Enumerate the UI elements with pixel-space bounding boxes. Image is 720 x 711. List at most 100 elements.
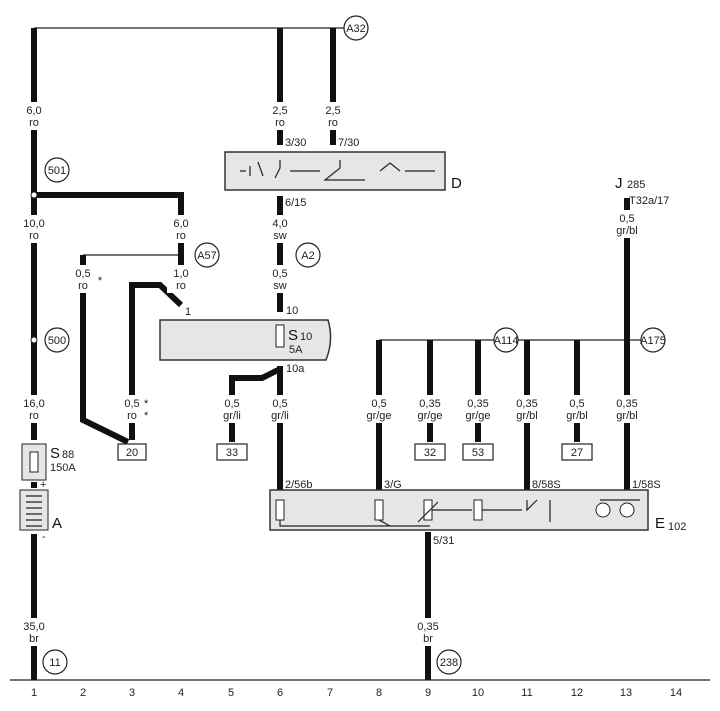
svg-text:10: 10 <box>286 305 298 317</box>
svg-text:8/58S: 8/58S <box>532 479 561 491</box>
headlight-range-control-e102: E 102 2/56b 3/G 8/58S 1/58S 5/31 <box>269 479 686 547</box>
svg-text:gr/ge: gr/ge <box>417 410 442 422</box>
svg-text:501: 501 <box>48 165 66 177</box>
svg-text:0,5: 0,5 <box>272 398 287 410</box>
svg-text:0,5: 0,5 <box>272 268 287 280</box>
wire-501-branch <box>34 192 184 218</box>
svg-text:33: 33 <box>226 447 238 459</box>
svg-text:2/56b: 2/56b <box>285 479 313 491</box>
svg-text:6,0: 6,0 <box>26 105 41 117</box>
svg-text:16,0: 16,0 <box>23 398 44 410</box>
svg-text:5A: 5A <box>289 344 303 356</box>
svg-text:102: 102 <box>668 521 686 533</box>
svg-text:10: 10 <box>300 331 312 343</box>
svg-text:7: 7 <box>327 687 333 699</box>
svg-text:2,5: 2,5 <box>325 105 340 117</box>
svg-text:500: 500 <box>48 335 66 347</box>
svg-text:11: 11 <box>49 657 60 669</box>
svg-text:ro: ro <box>29 117 39 129</box>
svg-text:gr/bl: gr/bl <box>616 410 637 422</box>
svg-text:2,5: 2,5 <box>272 105 287 117</box>
svg-text:0,35: 0,35 <box>616 398 637 410</box>
svg-text:1/58S: 1/58S <box>632 479 661 491</box>
svg-text:285: 285 <box>627 179 645 191</box>
svg-text:20: 20 <box>126 447 138 459</box>
svg-text:0,5: 0,5 <box>371 398 386 410</box>
svg-text:5: 5 <box>228 687 234 699</box>
svg-text:5/31: 5/31 <box>433 535 454 547</box>
svg-text:A2: A2 <box>301 250 314 262</box>
svg-text:6,0: 6,0 <box>173 218 188 230</box>
svg-text:gr/bl: gr/bl <box>616 225 637 237</box>
svg-text:A32: A32 <box>346 23 366 35</box>
ignition-switch-d: D 3/30 7/30 6/15 <box>224 137 462 209</box>
svg-text:A57: A57 <box>197 250 217 262</box>
svg-text:0,35: 0,35 <box>417 621 438 633</box>
svg-text:ro: ro <box>328 117 338 129</box>
svg-text:4: 4 <box>178 687 184 699</box>
svg-text:ro: ro <box>29 410 39 422</box>
svg-text:D: D <box>451 175 462 192</box>
svg-text:A114: A114 <box>494 335 519 347</box>
svg-text:E: E <box>655 515 665 532</box>
svg-text:gr/bl: gr/bl <box>566 410 587 422</box>
svg-text:8: 8 <box>376 687 382 699</box>
svg-text:32: 32 <box>424 447 436 459</box>
svg-text:br: br <box>29 633 39 645</box>
main-fuse-s88: S 88 150A <box>21 443 76 481</box>
svg-text:2: 2 <box>80 687 86 699</box>
svg-text:150A: 150A <box>50 462 76 474</box>
svg-text:A175: A175 <box>640 335 666 347</box>
instrument-cluster-j285: J 285 T32a/17 <box>615 175 669 207</box>
svg-text:-: - <box>42 531 46 543</box>
svg-text:J: J <box>615 175 623 192</box>
svg-text:0,35: 0,35 <box>516 398 537 410</box>
svg-text:ro: ro <box>29 230 39 242</box>
svg-text:ro: ro <box>275 117 285 129</box>
wire-col2 <box>80 255 130 445</box>
svg-text:9: 9 <box>425 687 431 699</box>
svg-text:12: 12 <box>571 687 583 699</box>
svg-text:53: 53 <box>472 447 484 459</box>
svg-text:7/30: 7/30 <box>338 137 359 149</box>
svg-text:238: 238 <box>440 657 458 669</box>
column-numbers: 1 2 3 4 5 6 7 8 9 10 11 12 13 14 <box>31 687 682 699</box>
connection-circles: A32 501 A57 A2 500 A114 A175 11 238 <box>30 15 666 675</box>
svg-text:ro: ro <box>78 280 88 292</box>
svg-text:0,5: 0,5 <box>75 268 90 280</box>
wire-col3 <box>129 282 184 440</box>
svg-text:10: 10 <box>472 687 484 699</box>
svg-text:0,5: 0,5 <box>124 398 139 410</box>
svg-text:0,35: 0,35 <box>419 398 440 410</box>
svg-text:27: 27 <box>571 447 583 459</box>
svg-text:1: 1 <box>31 687 37 699</box>
svg-text:gr/ge: gr/ge <box>465 410 490 422</box>
battery-a: + - A <box>19 479 62 543</box>
svg-text:0,5: 0,5 <box>619 213 634 225</box>
svg-text:1: 1 <box>185 306 191 318</box>
wire-mark: * <box>98 275 103 287</box>
svg-text:ro: ro <box>127 410 137 422</box>
svg-text:13: 13 <box>620 687 632 699</box>
svg-text:0,35: 0,35 <box>467 398 488 410</box>
svg-text:6: 6 <box>277 687 283 699</box>
svg-text:br: br <box>423 633 433 645</box>
svg-text:88: 88 <box>62 449 74 461</box>
svg-text:ro: ro <box>176 280 186 292</box>
wire-mark: * * <box>144 398 149 422</box>
svg-text:3/G: 3/G <box>384 479 402 491</box>
svg-text:4,0: 4,0 <box>272 218 287 230</box>
reference-boxes: 20 33 32 53 27 <box>117 443 593 461</box>
svg-text:gr/li: gr/li <box>223 410 241 422</box>
svg-text:10,0: 10,0 <box>23 218 44 230</box>
svg-text:0,5: 0,5 <box>569 398 584 410</box>
svg-text:35,0: 35,0 <box>23 621 44 633</box>
svg-text:+: + <box>40 479 46 491</box>
svg-text:6/15: 6/15 <box>285 197 306 209</box>
svg-text:11: 11 <box>521 687 532 699</box>
svg-text:14: 14 <box>670 687 682 699</box>
svg-text:sw: sw <box>273 280 287 292</box>
svg-text:sw: sw <box>273 230 287 242</box>
svg-text:S: S <box>288 327 298 344</box>
svg-text:gr/bl: gr/bl <box>516 410 537 422</box>
